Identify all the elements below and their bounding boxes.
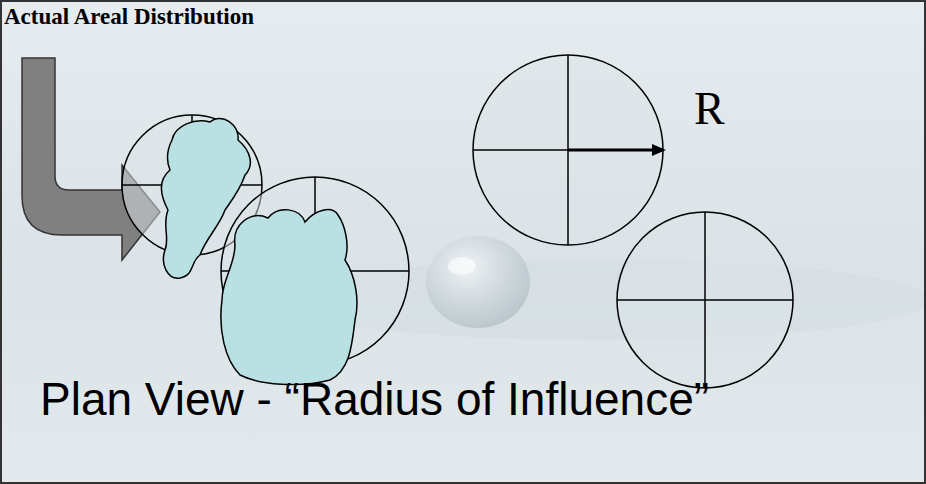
influence-circle: [617, 212, 793, 388]
influence-circle: [473, 55, 663, 245]
heading-label-box: Actual Areal Distribution: [4, 4, 254, 30]
droplet-highlight: [448, 257, 476, 275]
radius-label-box: R: [694, 82, 725, 135]
caption-text: Plan View - “Radius of Influence”: [40, 373, 709, 425]
radius-label: R: [694, 83, 725, 134]
crosshair: [473, 149, 663, 151]
crosshair: [704, 212, 706, 388]
radius-arrowhead: [652, 144, 666, 156]
water-droplet: [426, 236, 530, 328]
plume-blob: [221, 210, 357, 385]
caption-text-box: Plan View - “Radius of Influence”: [40, 372, 709, 426]
heading-label: Actual Areal Distribution: [4, 4, 254, 29]
radius-arrow: [568, 149, 663, 152]
